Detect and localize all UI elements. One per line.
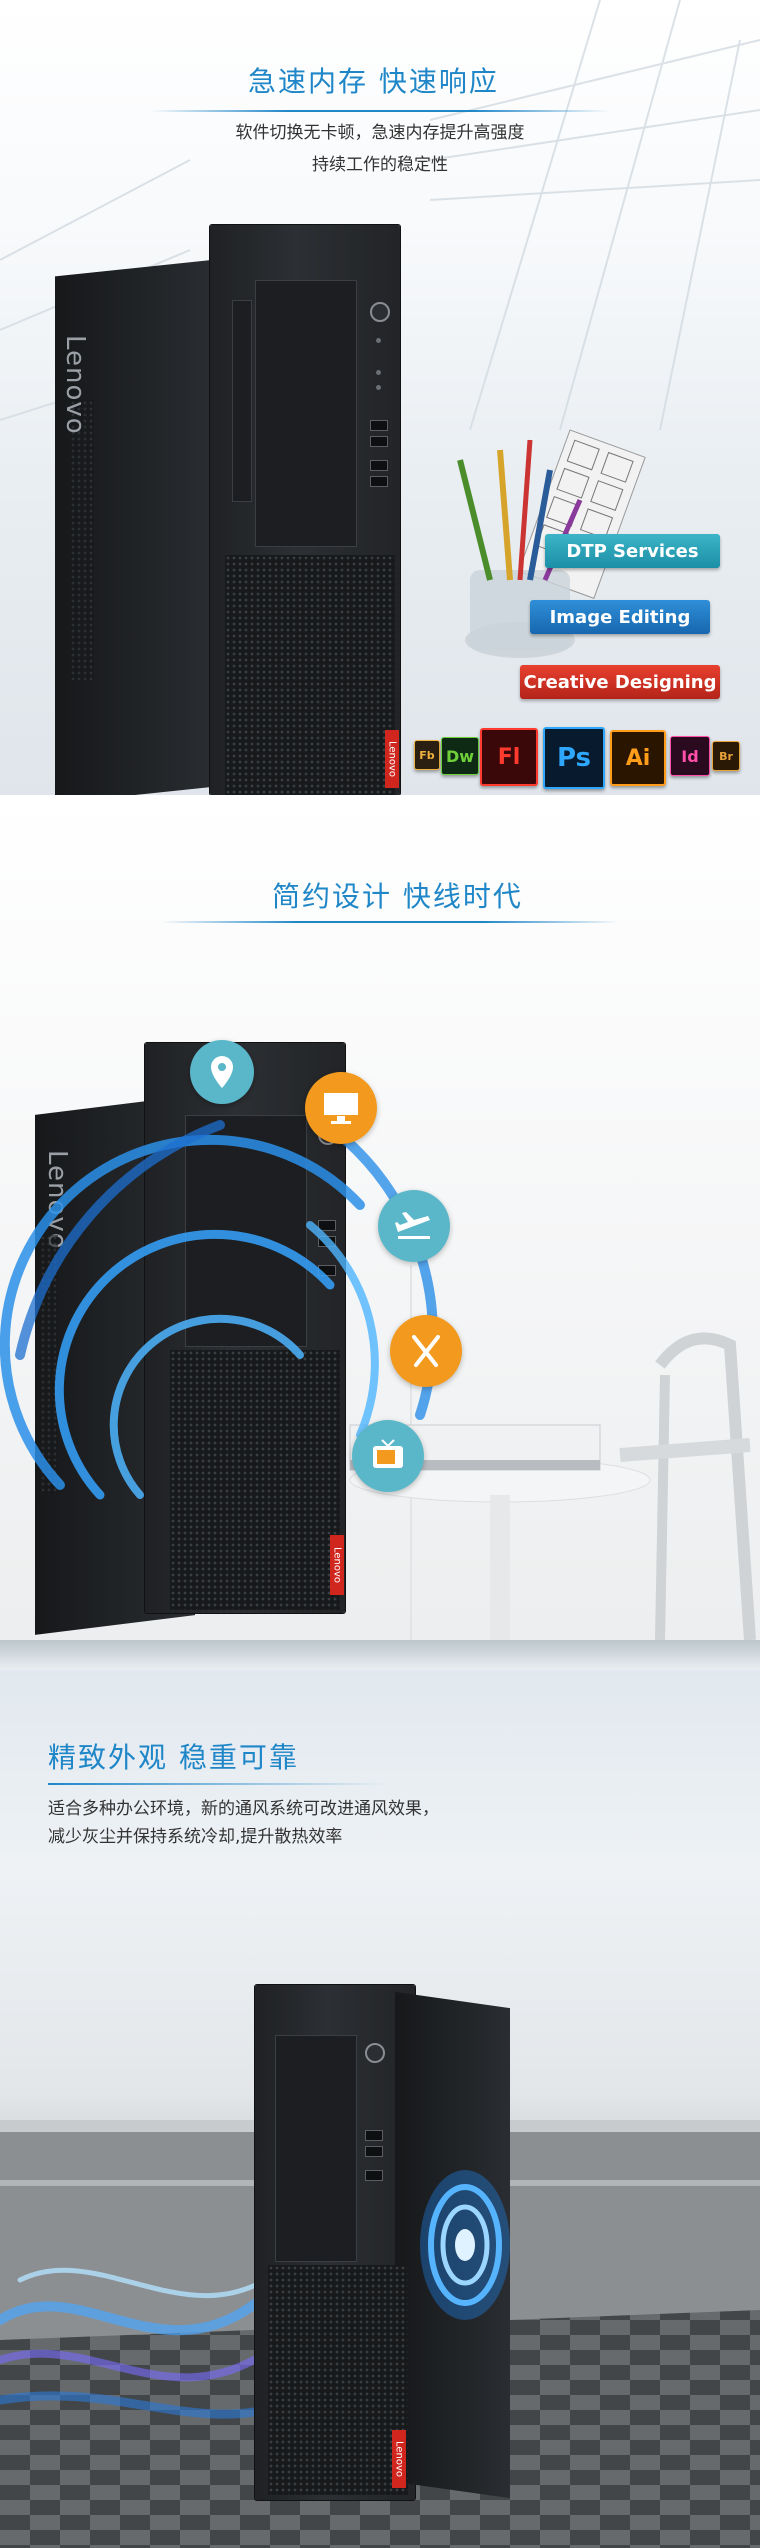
upper-bay: [255, 280, 357, 547]
fireworks-icon: Fb: [414, 740, 440, 770]
section1-subtitle-1: 软件切换无卡顿，急速内存提升高强度: [235, 123, 525, 143]
title-underline: [48, 1783, 388, 1785]
airplane-icon: [378, 1190, 450, 1262]
power-button: [370, 302, 390, 322]
tv-icon: [352, 1420, 424, 1492]
ribbon-creative-designing: Creative Designing: [520, 665, 720, 699]
front-mesh: [225, 555, 395, 795]
brand-badge: Lenovo: [392, 2430, 406, 2488]
section-memory: 急速内存 快速响应 软件切换无卡顿，急速内存提升高强度 持续工作的稳定性 Len…: [0, 0, 760, 795]
section3-body-2: 减少灰尘并保持系统冷却,提升散热效率: [48, 1827, 343, 1847]
upper-bay: [275, 2035, 357, 2262]
indicator-dot: [376, 338, 381, 343]
wireless-waves: [0, 1120, 438, 1500]
section1-title: 急速内存 快速响应: [248, 65, 499, 98]
bridge-icon: Br: [712, 741, 740, 771]
top-bar-background: [0, 1640, 760, 1670]
photoshop-icon: Ps: [543, 727, 605, 789]
ribbon-image-editing: Image Editing: [530, 600, 710, 634]
indesign-icon: Id: [670, 736, 710, 776]
dining-icon: [390, 1315, 462, 1387]
illustrator-icon: Ai: [610, 730, 666, 786]
optical-bay: [232, 300, 252, 502]
section2-title: 简约设计 快线时代: [272, 880, 523, 913]
usb-port: [365, 2146, 383, 2157]
usb-port: [370, 460, 388, 471]
cooling-vortex: [420, 2170, 510, 2320]
brand-badge: Lenovo: [385, 730, 399, 788]
side-vent: [40, 1235, 58, 1495]
section-design: 简约设计 快线时代 Lenovo Lenovo: [0, 795, 760, 1640]
title-underline: [150, 110, 610, 112]
section1-subtitle-2: 持续工作的稳定性: [312, 155, 448, 175]
usb-port: [318, 1220, 336, 1231]
usb-port: [365, 2170, 383, 2181]
flash-icon: Fl: [480, 728, 538, 786]
usb-port: [370, 476, 388, 487]
title-underline: [160, 921, 620, 923]
monitor-icon: [305, 1072, 377, 1144]
front-mesh: [170, 1350, 340, 1610]
audio-jack: [376, 370, 381, 375]
audio-jack: [376, 385, 381, 390]
section3-title: 精致外观 稳重可靠: [48, 1741, 299, 1774]
brand-badge: Lenovo: [330, 1535, 344, 1595]
section-appearance: 精致外观 稳重可靠 适合多种办公环境，新的通风系统可改进通风效果， 减少灰尘并保…: [0, 1640, 760, 2548]
dreamweaver-icon: Dw: [441, 737, 479, 775]
front-mesh: [268, 2265, 408, 2495]
usb-port: [370, 436, 388, 447]
power-button: [365, 2043, 385, 2063]
side-brand: Lenovo: [60, 335, 90, 435]
usb-port: [370, 420, 388, 431]
side-vent: [70, 400, 94, 680]
location-icon: [190, 1040, 254, 1104]
ribbon-dtp-services: DTP Services: [545, 534, 720, 568]
section3-body-1: 适合多种办公环境，新的通风系统可改进通风效果，: [48, 1799, 439, 1819]
usb-port: [365, 2130, 383, 2141]
